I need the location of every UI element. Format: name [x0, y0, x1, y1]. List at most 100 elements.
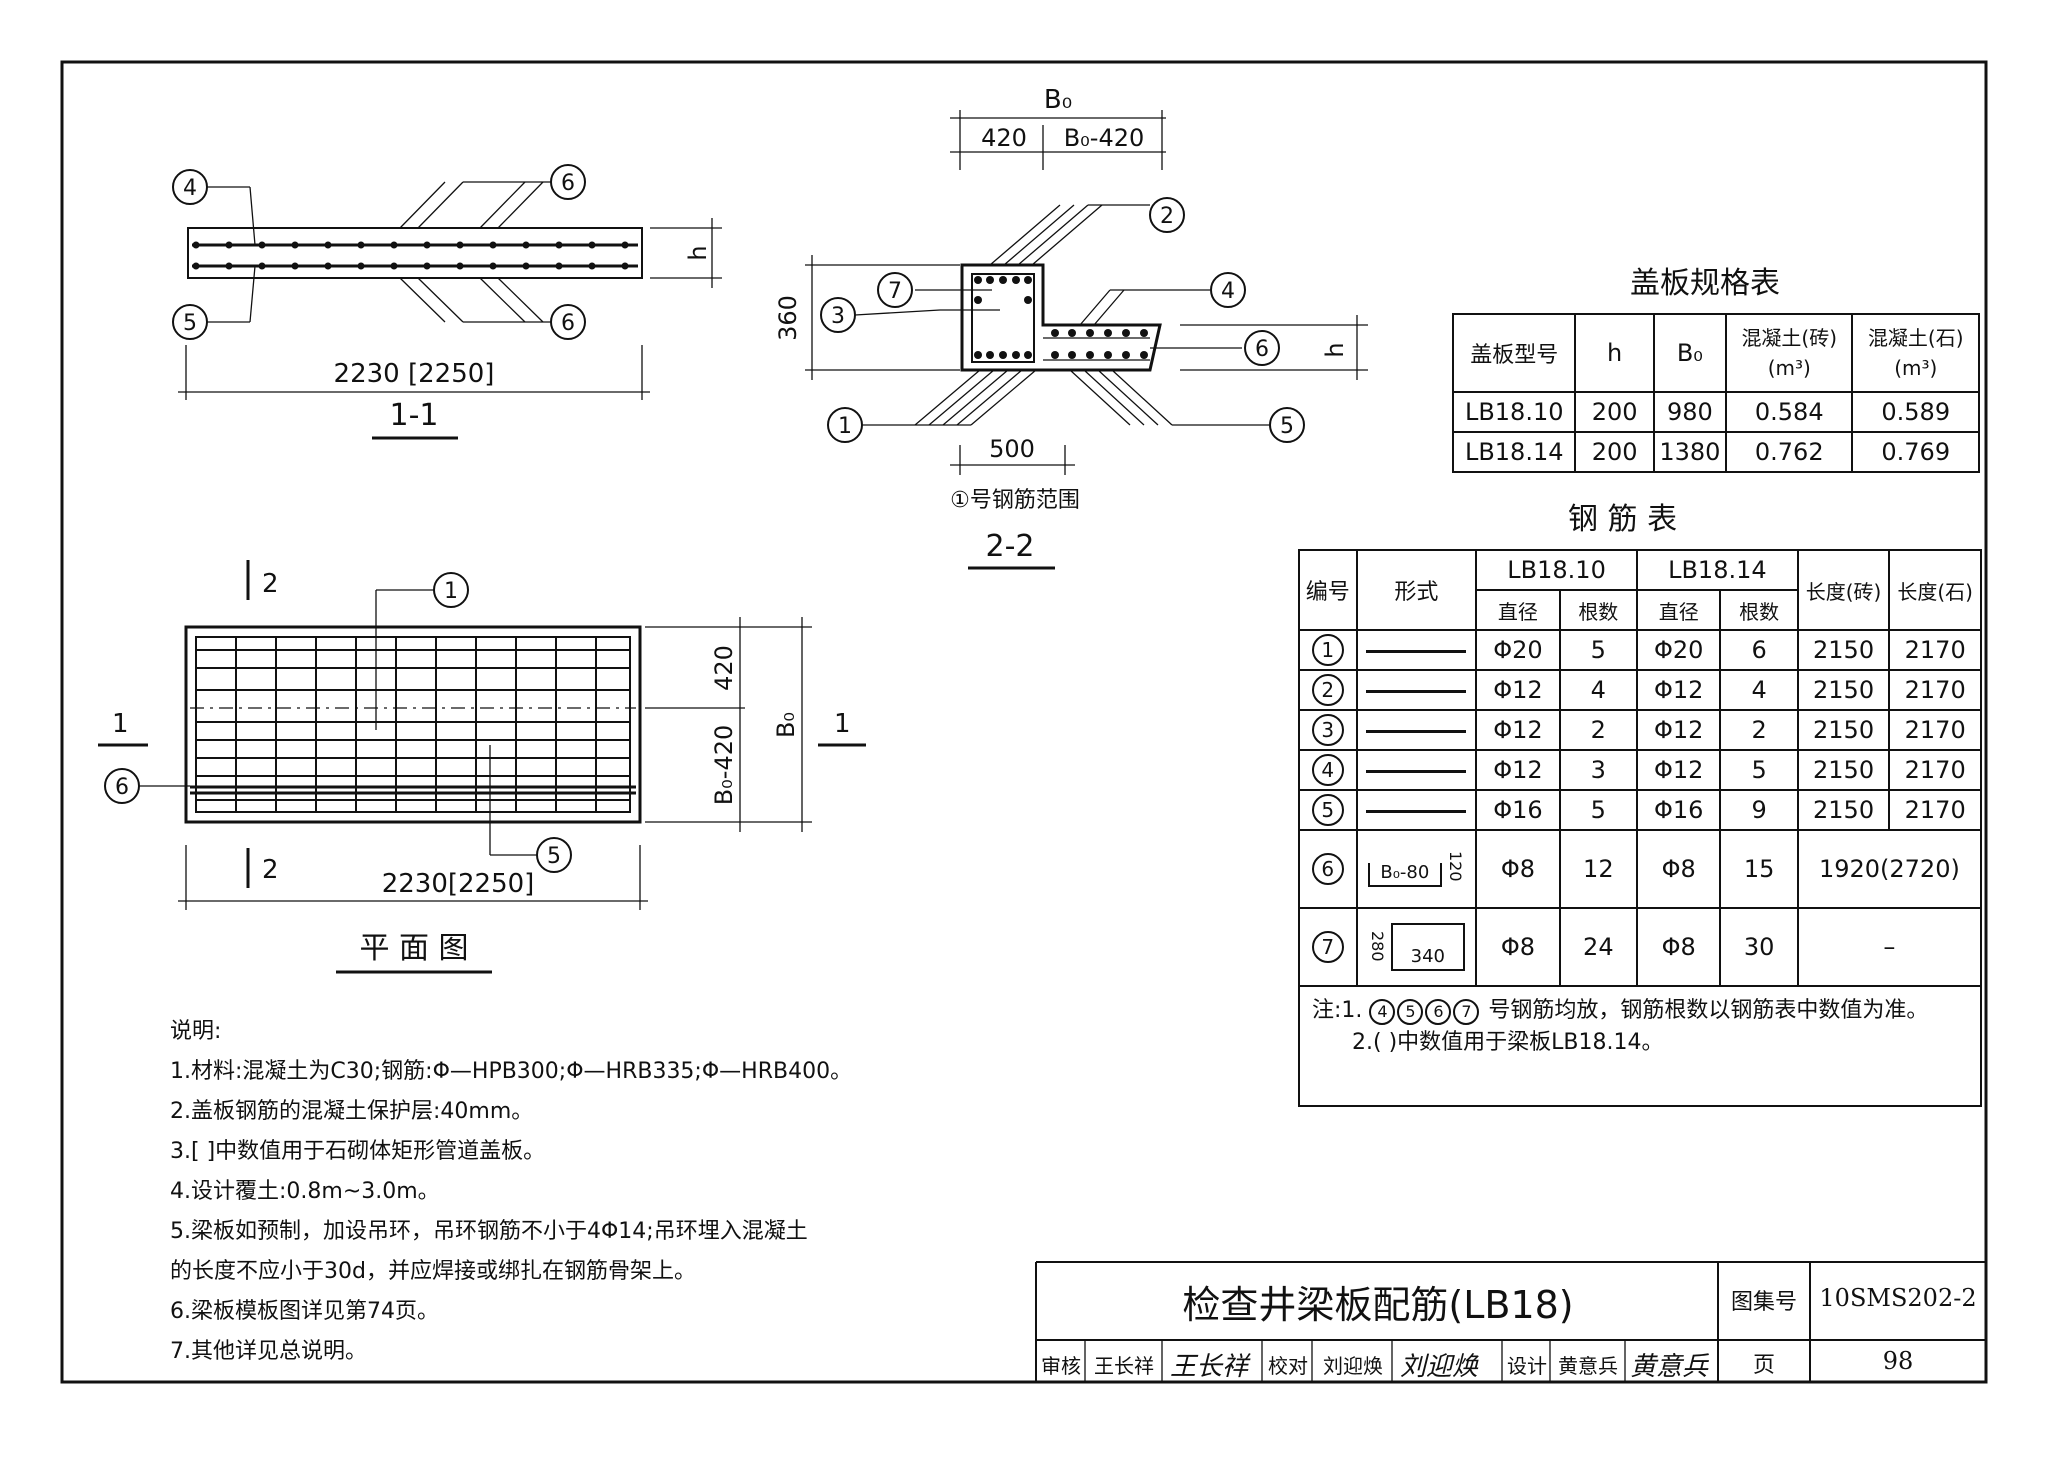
- design-label: 设计: [1507, 1354, 1547, 1378]
- note-1: 1.材料:混凝土为C30;钢筋:Φ—HPB300;Φ—HRB335;Φ—HRB4…: [170, 1059, 853, 1084]
- rebar-dot: [423, 262, 431, 270]
- rebar-dot: [291, 262, 299, 270]
- rebar-table: 编号 形式 LB18.10 LB18.14 长度(砖) 长度(石) 直径 根数 …: [1298, 549, 1983, 1107]
- rebar-h-len-brick: 长度(砖): [1796, 549, 1891, 631]
- general-notes: 说明: 1.材料:混凝土为C30;钢筋:Φ—HPB300;Φ—HRB335;Φ—…: [170, 1012, 852, 1372]
- rebar-dot: [555, 241, 563, 249]
- rebar-dot: [522, 241, 530, 249]
- plan-view: 2 2 1 1 1 5 6 420 B₀-420 B₀ 2230[2250] 平…: [98, 560, 866, 974]
- dim-360: 360: [774, 295, 802, 341]
- plan-label: 平 面 图: [359, 931, 468, 966]
- rebar-dot: [588, 241, 596, 249]
- dim-b0-420-top: B₀-420: [1064, 124, 1145, 152]
- cut-2-bottom: 2: [262, 855, 279, 885]
- cut-2-top: 2: [262, 569, 279, 599]
- callout-7: 7: [888, 279, 902, 304]
- rebar-dot: [986, 276, 994, 284]
- rebar-dot: [555, 262, 563, 270]
- rebar-dot: [986, 351, 994, 359]
- designer-signature: 黄意兵: [1630, 1352, 1709, 1382]
- callout-5: 5: [183, 311, 197, 336]
- spec-h-type: 盖板型号: [1451, 313, 1577, 393]
- callout-6-lower: 6: [561, 311, 575, 336]
- rebar-dot: [621, 262, 629, 270]
- rebar-form: [1355, 669, 1478, 711]
- page-no: 98: [1882, 1347, 1914, 1375]
- rebar-dot: [1012, 276, 1020, 284]
- rebar-dot: [1051, 351, 1059, 359]
- cut-1-left: 1: [112, 709, 129, 739]
- note-6: 6.梁板模板图详见第74页。: [170, 1299, 439, 1324]
- designer: 黄意兵: [1558, 1354, 1618, 1378]
- rebar-dot: [1122, 351, 1130, 359]
- rebar-form: [1355, 629, 1478, 671]
- rebar-dot: [522, 262, 530, 270]
- rebar-dot: [324, 241, 332, 249]
- rebar-dot: [225, 241, 233, 249]
- dim-h-s22: h: [1321, 342, 1349, 357]
- rebar-form: [1355, 749, 1478, 791]
- rebar-dot: [999, 276, 1007, 284]
- rebar-form: [1355, 789, 1478, 831]
- rebar-dot: [1051, 329, 1059, 337]
- note-3: 3.[ ]中数值用于石砌体矩形管道盖板。: [170, 1139, 546, 1164]
- checker: 刘迎焕: [1323, 1354, 1383, 1378]
- spec-h-b0: B₀: [1652, 313, 1728, 393]
- dim-length-1-1: 2230 [2250]: [334, 359, 495, 389]
- rebar-dot: [1104, 351, 1112, 359]
- rebar-dot: [192, 262, 200, 270]
- reviewer: 王长祥: [1094, 1354, 1154, 1378]
- callout-5-plan: 5: [547, 844, 561, 869]
- rebar-dot: [1086, 351, 1094, 359]
- rebar-dot: [1024, 296, 1032, 304]
- label-1-1: 1-1: [390, 398, 439, 433]
- rebar-dot: [258, 262, 266, 270]
- dim-h: h: [684, 245, 712, 260]
- rebar-no-badge: 6: [1311, 853, 1344, 885]
- rebar-dot: [489, 262, 497, 270]
- plan-dim-b0-420: B₀-420: [710, 725, 738, 806]
- atlas-no: 10SMS202-2: [1819, 1284, 1977, 1312]
- rebar-dot: [974, 276, 982, 284]
- rebar-dot: [258, 241, 266, 249]
- callout-5-s22: 5: [1280, 414, 1294, 439]
- rebar-dot: [588, 262, 596, 270]
- check-label: 校对: [1268, 1354, 1308, 1378]
- rebar-dot: [1140, 329, 1148, 337]
- plan-dim-b0: B₀: [772, 712, 800, 738]
- rebar-dot: [1068, 351, 1076, 359]
- rebar-h-len-stone: 长度(石): [1888, 549, 1982, 631]
- page-label: 页: [1752, 1353, 1775, 1378]
- rebar-dot: [456, 262, 464, 270]
- note-7: 7.其他详见总说明。: [170, 1339, 367, 1364]
- rebar-dot: [974, 296, 982, 304]
- atlas-label: 图集号: [1730, 1290, 1797, 1315]
- rebar-dot: [357, 262, 365, 270]
- rebar-dot: [1122, 329, 1130, 337]
- spec-h-h: h: [1574, 313, 1655, 393]
- note-5: 5.梁板如预制，加设吊环，吊环钢筋不小于4Φ14;吊环埋入混凝土: [170, 1219, 808, 1244]
- rebar-dot: [357, 241, 365, 249]
- rebar-dot: [456, 241, 464, 249]
- callout-4: 4: [183, 176, 197, 201]
- sheet-frame: [60, 60, 1988, 1384]
- rebar-dot: [1012, 351, 1020, 359]
- rebar-dot: [1024, 351, 1032, 359]
- rebar-dot: [999, 351, 1007, 359]
- rebar-no-badge: 7: [1311, 931, 1344, 963]
- rebar-dot: [1140, 351, 1148, 359]
- note-5b: 的长度不应小于30d，并应焊接或绑扎在钢筋骨架上。: [170, 1259, 696, 1284]
- dim-500: 500: [989, 435, 1035, 463]
- notes-title: 说明:: [170, 1019, 222, 1044]
